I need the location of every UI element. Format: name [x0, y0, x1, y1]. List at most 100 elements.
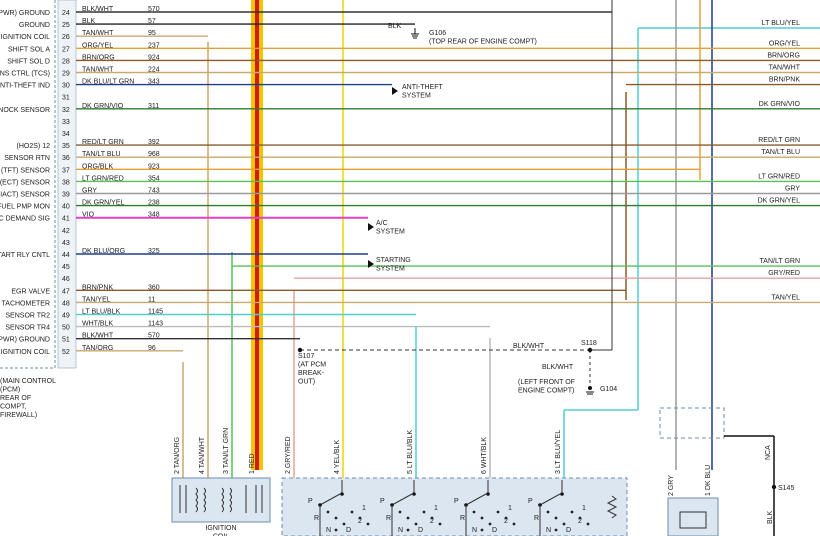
svg-text:R: R [534, 515, 539, 522]
coil-symbols [179, 485, 263, 513]
g106-label: G106(TOP REAR OF ENGINE COMPT) [429, 30, 537, 46]
svg-text:2: 2 [430, 518, 434, 525]
right-wire-label: RED/LT GRN [758, 137, 800, 144]
pcm-circuit-number: 237 [148, 42, 160, 49]
nca-label: NCA [765, 445, 772, 460]
pcm-wire-color: DK BLU/ORG [82, 248, 125, 255]
pcm-circuit-name: SENSOR TR2 [5, 313, 50, 320]
svg-text:N: N [398, 527, 403, 534]
pcm-pin-number: 32 [62, 107, 70, 114]
s118-dot [587, 347, 593, 353]
pcm-circuit-number: 360 [148, 284, 160, 291]
right-conn-pin-label: 2 GRY [668, 475, 675, 496]
pcm-pin-number: 25 [62, 22, 70, 29]
pcm-circuit-number: 570 [148, 6, 160, 13]
svg-text:2: 2 [358, 518, 362, 525]
right-wire-label: DK GRN/YEL [758, 198, 801, 205]
pcm-wire-color: TAN/WHT [82, 30, 114, 37]
pcm-circuit-number: 1143 [148, 321, 163, 328]
horizontal-wires [76, 11, 820, 352]
svg-text:P: P [308, 498, 313, 505]
svg-text:1: 1 [362, 505, 366, 512]
pcm-wire-color: TAN/WHT [82, 67, 114, 74]
pcm-circuit-name: (PWR) GROUND [0, 337, 50, 344]
right-wire-label: TAN/LT BLU [761, 149, 800, 156]
pcm-circuit-name: START RLY CNTL [0, 252, 50, 259]
coil-pin-label: 3 TAN/LT GRN [223, 428, 230, 474]
pcm-circuit-name: TACHOMETER [2, 300, 50, 307]
pcm-pin-number: 36 [62, 155, 70, 162]
pcm-circuit-number: 923 [148, 163, 160, 170]
pcm-circuit-name: TRANS CTRL (TCS) [0, 71, 50, 78]
pcm-pin-number: 51 [62, 337, 70, 344]
pcm-circuit-number: 57 [148, 18, 156, 25]
pcm-wire-color: GRY [82, 188, 97, 195]
blk-bottom-label: BLK [767, 510, 774, 524]
pcm-circuit-name: KNOCK SENSOR [0, 107, 50, 114]
pcm-circuit-name: (PWR) GROUND [0, 10, 50, 17]
pcm-circuit-name: (TFT) SENSOR [1, 167, 50, 174]
right-wire-label: BRN/ORG [767, 52, 800, 59]
pcm-circuit-number: 392 [148, 139, 160, 146]
sensor-pin-label: 2 GRY/RED [285, 436, 292, 474]
pcm-pin-number: 46 [62, 276, 70, 283]
pcm-wire-color: TAN/LT BLU [82, 151, 121, 158]
pcm-circuit-name: A/C DEMAND SIG [0, 216, 50, 223]
pcm-circuit-number: 95 [148, 30, 156, 37]
sensor-pin-label: 4 YEL/BLK [334, 440, 341, 474]
pcm-pin-number: 45 [62, 264, 70, 271]
pcm-pin-number: 30 [62, 83, 70, 90]
coil-pin-label: 4 TAN/WHT [199, 436, 206, 474]
antitheft-arrow [392, 87, 398, 95]
pcm-wire-color: BLK/WHT [82, 333, 114, 340]
pcm-circuit-number: 325 [148, 248, 160, 255]
svg-text:2: 2 [578, 518, 582, 525]
pcm-pin-number: 49 [62, 313, 70, 320]
pcm-pin-number: 50 [62, 325, 70, 332]
pcm-pin-number: 24 [62, 10, 70, 17]
blkwht-drop-label: BLK/WHT [542, 364, 574, 371]
pcm-circuit-number: 238 [148, 200, 160, 207]
right-bottom-connector [667, 497, 719, 536]
pcm-wire-color: VIO [82, 212, 95, 219]
pcm-pin-number: 26 [62, 34, 70, 41]
svg-text:2: 2 [504, 518, 508, 525]
pcm-pin-number: 27 [62, 46, 70, 53]
pcm-wire-color: BLK [82, 18, 96, 25]
s107-dot [297, 347, 303, 353]
svg-text:P: P [380, 498, 385, 505]
pcm-pin-number: 40 [62, 204, 70, 211]
pcm-circuit-name: SHIFT SOL D [7, 58, 50, 65]
right-wire-label: LT BLU/YEL [762, 20, 800, 27]
pcm-wire-color: TAN/YEL [82, 296, 111, 303]
svg-text:P: P [528, 498, 533, 505]
g104-dot [588, 386, 592, 390]
pcm-wire-color: BLK/WHT [82, 6, 114, 13]
pcm-circuit-number: 11 [148, 296, 155, 303]
svg-text:N: N [326, 527, 331, 534]
pcm-circuit-name: GROUND [19, 22, 50, 29]
range-sensor-box [281, 477, 628, 536]
pcm-pin-number: 37 [62, 167, 70, 174]
pcm-circuit-number: 743 [148, 188, 160, 195]
pcm-pin-number: 42 [62, 228, 70, 235]
right-wire-label: TAN/WHT [769, 65, 801, 72]
pcm-circuit-number: 1145 [148, 309, 163, 316]
pcm-wire-color: DK BLU/LT GRN [82, 79, 134, 86]
g104-label: G104 [600, 386, 617, 393]
resistor-symbol [606, 495, 618, 519]
pcm-pin-number: 35 [62, 143, 70, 150]
pcm-pin-number: 47 [62, 288, 70, 295]
pcm-pin-number: 44 [62, 252, 70, 259]
svg-text:N: N [472, 527, 477, 534]
